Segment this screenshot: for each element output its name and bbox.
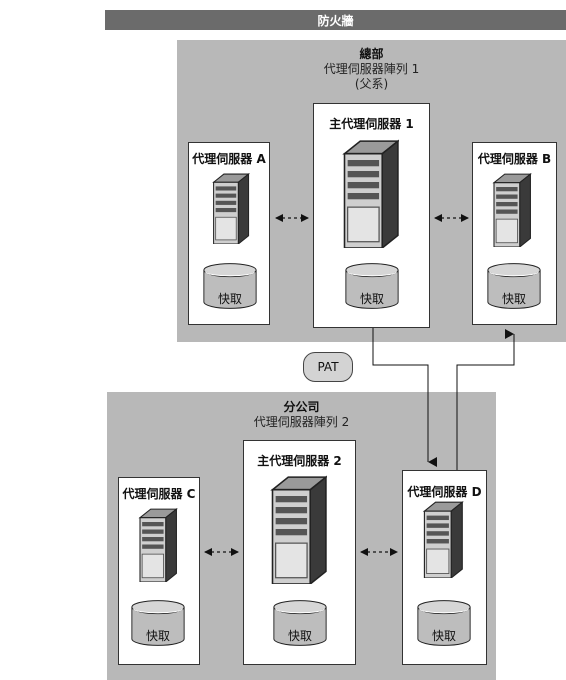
link-master-1-to-d — [372, 328, 437, 467]
server-tower-icon-master-1 — [343, 140, 399, 248]
cache-label-c: 快取 — [145, 629, 170, 643]
pat-label: PAT — [317, 360, 339, 374]
pat-node: PAT — [303, 352, 353, 382]
cache-label-master-2: 快取 — [287, 629, 312, 643]
firewall-label: 防火牆 — [317, 13, 354, 28]
server-tower-icon-a — [213, 173, 250, 244]
cache-label-d: 快取 — [431, 629, 456, 643]
cache-label-a: 快取 — [217, 292, 242, 306]
server-tower-icon-d — [423, 501, 463, 578]
cache-label-b: 快取 — [501, 292, 526, 306]
proxy-a-label: 代理伺服器 A — [192, 152, 266, 166]
server-tower-icon-c — [139, 508, 178, 582]
server-tower-icon-master-2 — [271, 476, 327, 584]
link-d-to-b — [456, 329, 515, 470]
proxy-c-label: 代理伺服器 C — [122, 487, 196, 501]
server-tower-icon-b — [493, 173, 532, 247]
proxy-b-label: 代理伺服器 B — [477, 152, 552, 166]
branch-title: 分公司 — [283, 400, 320, 414]
master-2-label: 主代理伺服器 2 — [257, 454, 342, 468]
firewall-banner: 防火牆 — [105, 10, 566, 30]
cache-label-master-1: 快取 — [359, 292, 384, 306]
hq-role-label: (父系) — [354, 77, 389, 91]
master-1-label: 主代理伺服器 1 — [329, 117, 414, 131]
branch-array-label: 代理伺服器陣列 2 — [253, 415, 350, 429]
hq-array-label: 代理伺服器陣列 1 — [323, 62, 420, 76]
proxy-d-label: 代理伺服器 D — [407, 485, 482, 499]
hq-title: 總部 — [359, 47, 384, 61]
